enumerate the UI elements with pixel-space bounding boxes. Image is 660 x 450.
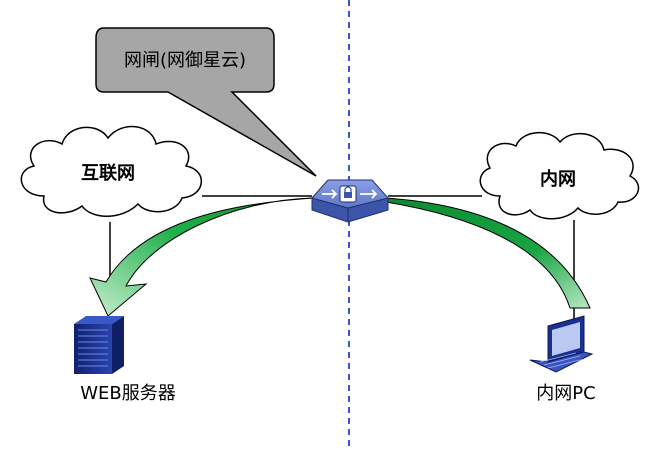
gateway-callout: 网闸(网御星云): [95, 27, 317, 177]
callout-text: 网闸(网御星云): [124, 50, 246, 71]
network-gate-icon: [311, 179, 389, 223]
internet-label: 互联网: [81, 163, 135, 184]
right-data-flow-arrow: [385, 197, 591, 309]
intranet-label: 内网: [540, 168, 576, 190]
intranet-pc-label: 内网PC: [536, 383, 595, 404]
left-data-flow-arrow: [89, 197, 315, 317]
server-tower-icon: [74, 316, 124, 374]
intranet-cloud-icon: 内网: [479, 132, 640, 220]
laptop-icon: [529, 315, 594, 373]
web-server-label: WEB服务器: [80, 383, 176, 404]
internet-cloud-icon: 互联网: [20, 125, 203, 217]
